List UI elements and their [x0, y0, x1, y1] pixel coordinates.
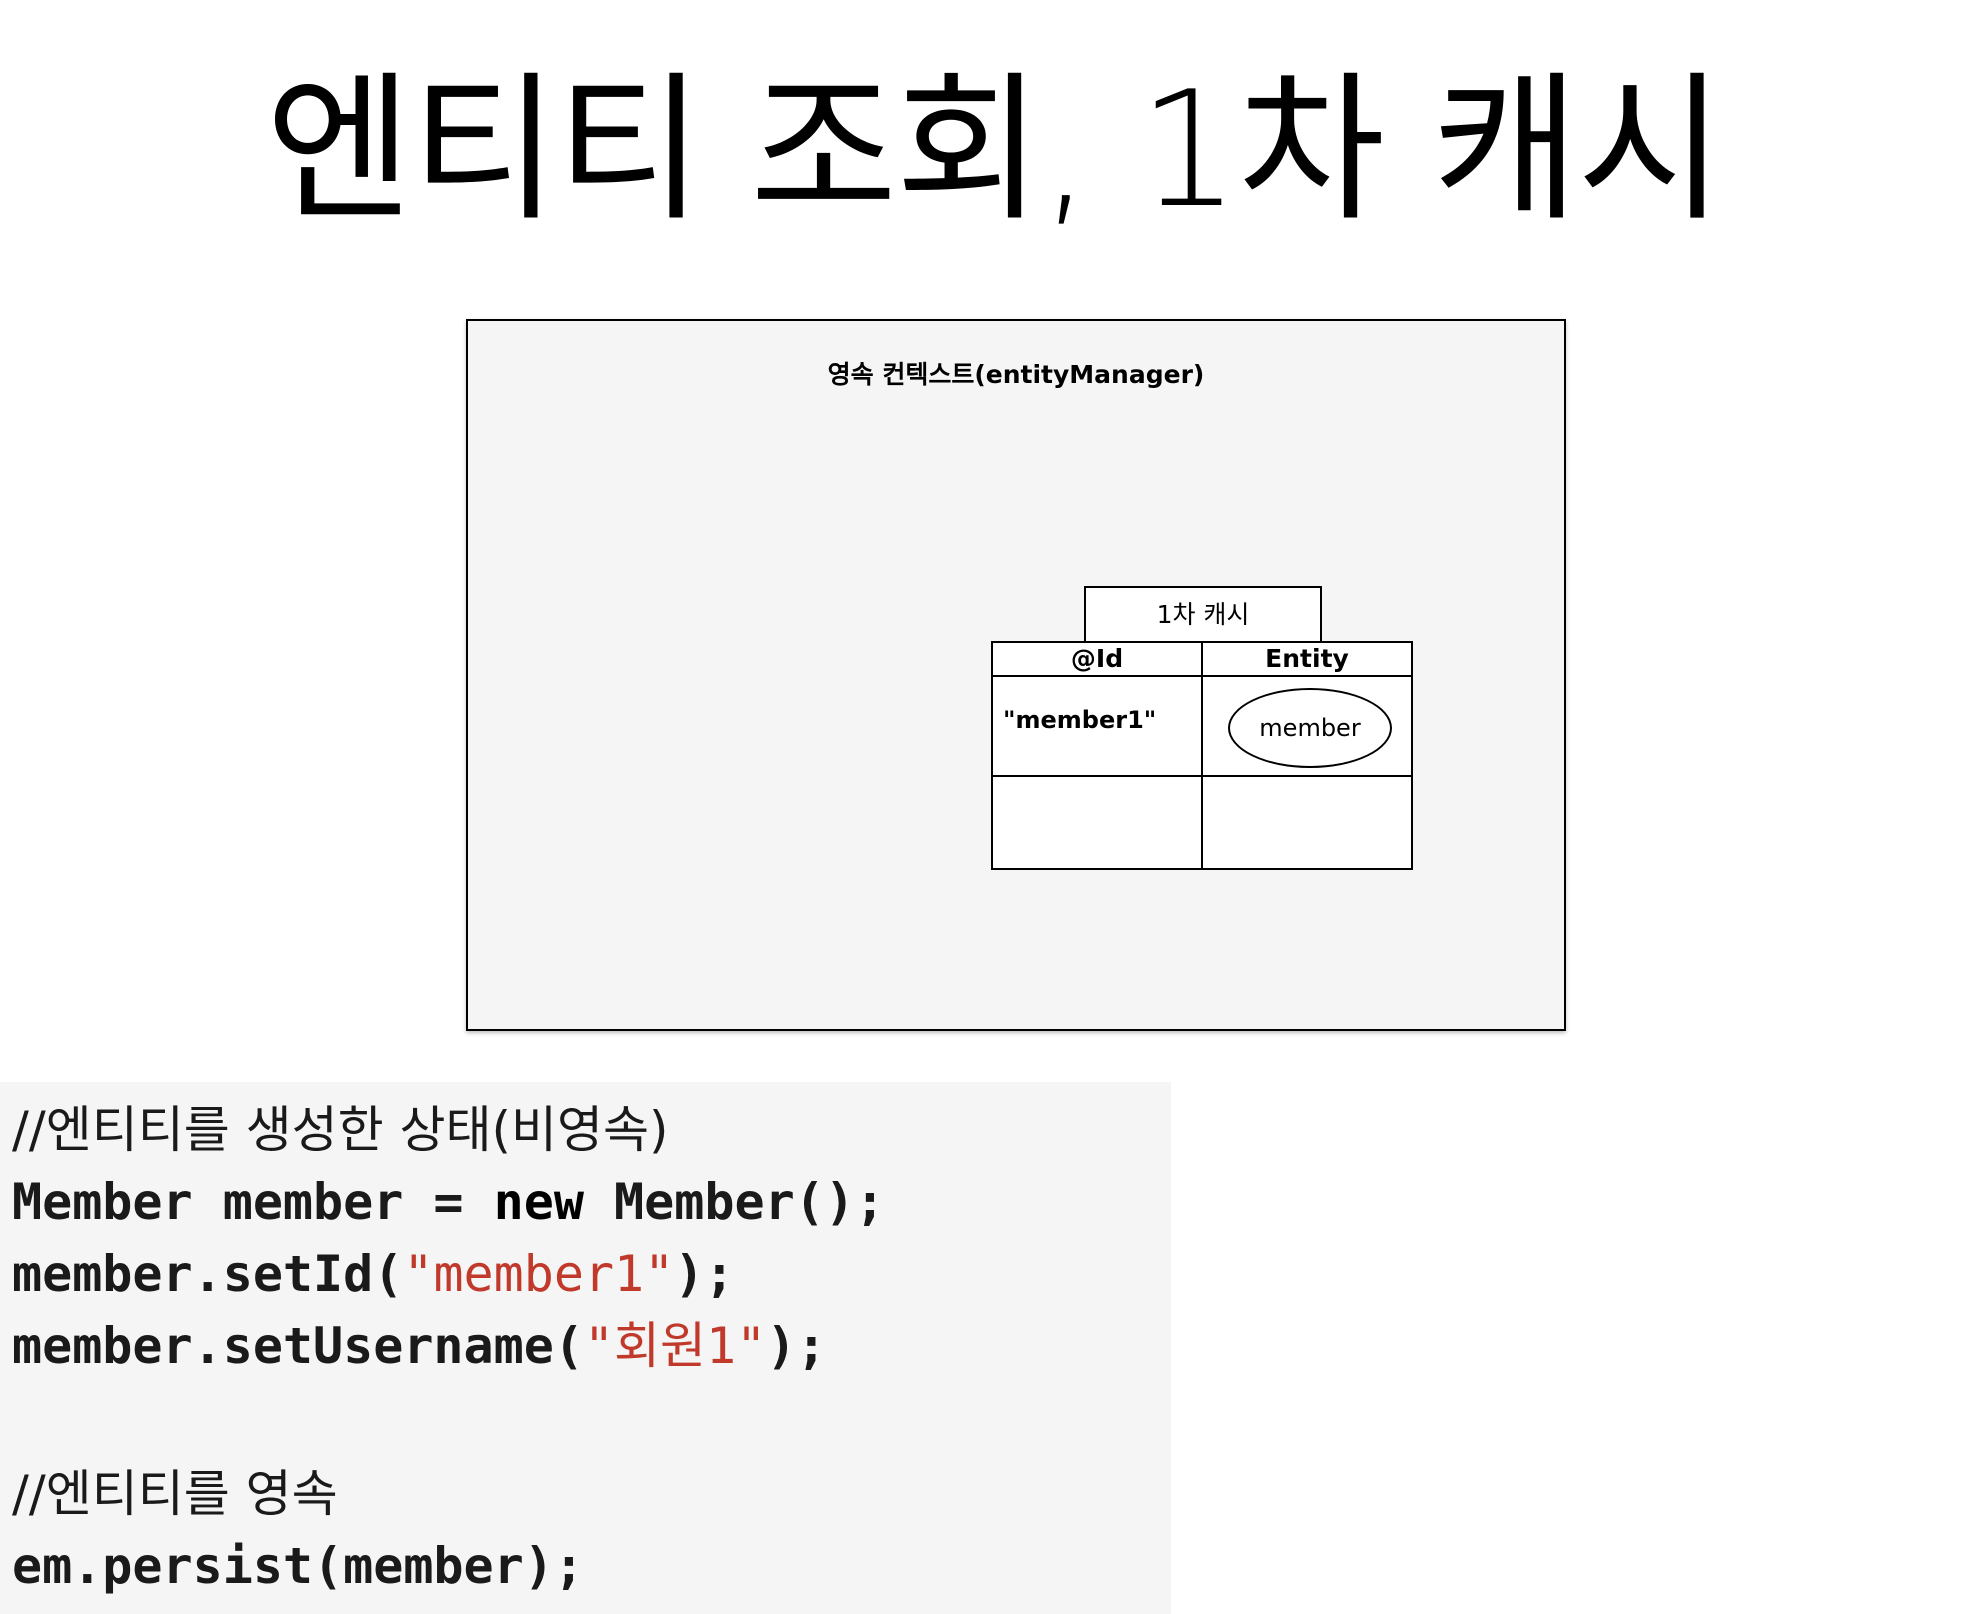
first-level-cache-label: 1차 캐시: [1084, 586, 1322, 642]
code-comment-line: //엔티티를 생성한 상태(비영속): [12, 1100, 669, 1160]
code-string: "member1": [403, 1245, 675, 1303]
code-text: member.setId(: [12, 1245, 404, 1303]
table-row-divider: [993, 775, 1411, 777]
code-text: member.setUsername(: [12, 1317, 584, 1375]
code-line: Member member = new Member();: [12, 1172, 885, 1232]
code-comment-line: //엔티티를 영속: [12, 1464, 338, 1524]
first-level-cache-table: @Id Entity "member1" member: [991, 641, 1413, 870]
id-cell-member1: "member1": [1003, 706, 1157, 734]
persistence-context-title: 영속 컨텍스트(entityManager): [827, 360, 1205, 389]
entity-column-header: Entity: [1265, 644, 1349, 673]
code-keyword: new: [493, 1173, 584, 1231]
code-text: em.persist(member);: [12, 1537, 584, 1595]
code-text: Member();: [583, 1173, 885, 1231]
code-text: Member member =: [12, 1173, 494, 1231]
entity-member-ellipse: member: [1228, 688, 1392, 768]
code-line: member.setUsername("회원1");: [12, 1316, 826, 1376]
id-column-header: @Id: [1070, 644, 1124, 673]
code-comment: //엔티티를 영속: [12, 1465, 338, 1523]
code-text: );: [766, 1317, 827, 1375]
code-text: );: [674, 1245, 735, 1303]
slide-title: 엔티티 조회, 1차 캐시: [265, 56, 1725, 243]
code-line: em.persist(member);: [12, 1536, 584, 1596]
code-comment: //엔티티를 생성한 상태(비영속): [12, 1101, 669, 1159]
table-column-divider: [1201, 643, 1203, 868]
code-block: //엔티티를 생성한 상태(비영속) Member member = new M…: [0, 1082, 1171, 1614]
table-header-divider: [993, 675, 1411, 677]
code-line: member.setId("member1");: [12, 1244, 735, 1304]
code-string: "회원1": [583, 1317, 767, 1375]
